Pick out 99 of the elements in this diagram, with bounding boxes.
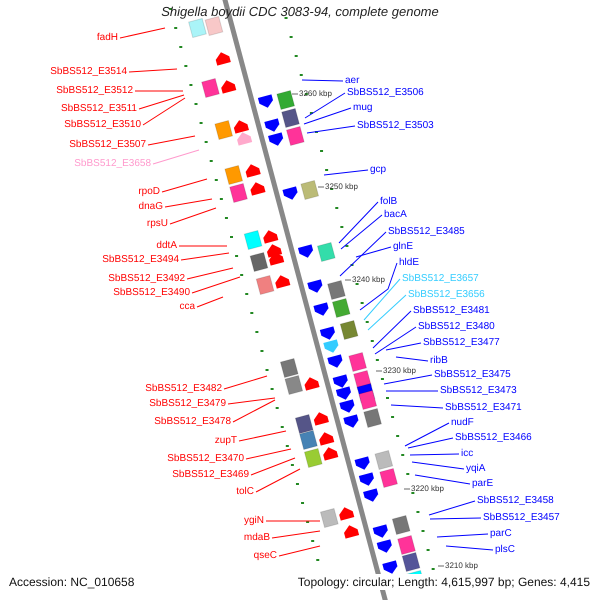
gene-label: SbBS512_E3477 — [423, 336, 500, 349]
leader-line — [250, 458, 296, 476]
leader-line — [192, 276, 240, 294]
gene-label: SbBS512_E3512 — [56, 84, 133, 97]
gene-label: SbBS512_E3507 — [69, 138, 146, 151]
leader-line — [256, 468, 300, 492]
gene-label: plsC — [495, 543, 516, 556]
gene-label: SbBS512_E3479 — [149, 397, 226, 410]
leader-line — [338, 202, 378, 244]
gene-label: SbBS512_E3475 — [434, 368, 511, 381]
leader-line — [278, 546, 320, 556]
leader-line — [304, 108, 352, 124]
leader-line — [396, 356, 428, 362]
leader-line — [164, 198, 212, 208]
position-label: 3240 kbp — [352, 275, 385, 285]
leader-line — [324, 170, 368, 176]
gene-label: SbBS512_E3657 — [402, 272, 479, 285]
gene-label: SbBS512_E3473 — [440, 384, 517, 397]
gene-label: rpsU — [146, 217, 168, 230]
leader-line — [340, 232, 386, 276]
leader-line — [306, 126, 356, 134]
position-label: 3220 kbp — [411, 484, 444, 494]
leader-line — [372, 310, 412, 348]
gene-label: parE — [472, 477, 494, 490]
gene-label: SbBS512_E3503 — [357, 119, 434, 132]
gene-label: SbBS512_E3466 — [455, 431, 532, 444]
leader-line — [408, 438, 454, 448]
leader-line — [360, 262, 398, 310]
leader-line — [430, 518, 482, 520]
position-label: 3250 kbp — [325, 182, 358, 192]
leader-line — [412, 462, 464, 470]
leader-line — [148, 136, 196, 146]
gene-label: SbBS512_E3458 — [477, 494, 554, 507]
genome-info-text: Topology: circular; Length: 4,615,997 bp; Genes: 4,415 — [298, 574, 590, 590]
leader-line — [134, 90, 184, 92]
gene-label: rpoD — [138, 185, 160, 198]
gene-label: SbBS512_E3481 — [413, 304, 490, 317]
gene-label: SbBS512_E3656 — [408, 288, 485, 301]
leader-line — [446, 546, 494, 550]
leader-line — [138, 94, 184, 110]
gene-label: parC — [490, 527, 512, 540]
leader-line — [266, 520, 320, 522]
gene-label: SbBS512_E3471 — [445, 401, 522, 414]
gene-label: SbBS512_E3470 — [167, 452, 244, 465]
leader-line — [246, 448, 292, 460]
gene-label: SbBS512_E3490 — [113, 286, 190, 299]
gene-label: SbBS512_E3457 — [483, 511, 560, 524]
leader-line — [196, 296, 224, 308]
gene-label: SbBS512_E3511 — [61, 102, 137, 115]
gene-label: glnE — [393, 240, 414, 253]
leader-line — [152, 150, 200, 164]
leader-line — [302, 80, 344, 82]
gene-label: SbBS512_E3478 — [154, 415, 231, 428]
leader-line — [272, 530, 320, 538]
gene-label: zupT — [214, 434, 237, 447]
gene-label: SbBS512_E3492 — [108, 272, 185, 285]
leader-line — [364, 278, 400, 320]
leader-line — [436, 534, 488, 538]
gene-label: yqiA — [466, 462, 486, 475]
gene-label: SbBS512_E3514 — [50, 65, 127, 78]
gene-label: SbBS512_E3506 — [347, 86, 424, 99]
leader-line — [232, 400, 276, 422]
leader-line — [386, 390, 438, 392]
leader-line — [238, 430, 286, 442]
gene-label: qseC — [254, 549, 277, 562]
leader-line — [386, 342, 422, 350]
leader-line — [410, 454, 460, 456]
gene-label: SbBS512_E3482 — [145, 382, 222, 395]
gene-label: SbBS512_E3494 — [102, 253, 179, 266]
gene-label: SbBS512_E3480 — [418, 320, 495, 333]
leader-line — [128, 68, 178, 72]
leader-line — [374, 326, 416, 354]
leader-line — [356, 246, 392, 258]
gene-label: SbBS512_E3510 — [64, 118, 141, 131]
leader-line — [224, 376, 268, 390]
leader-line — [186, 268, 234, 280]
accession-text: Accession: NC_010658 — [9, 574, 134, 590]
leader-line — [428, 500, 476, 516]
leader-line — [404, 422, 450, 446]
leader-line — [142, 98, 186, 126]
gene-label: SbBS512_E3469 — [172, 468, 249, 481]
gene-label: SbBS512_E3485 — [388, 225, 465, 238]
leader-line — [228, 398, 276, 404]
leader-line — [162, 178, 208, 192]
leader-line — [170, 208, 216, 224]
title: Shigella boydii CDC 3083-94, complete genome — [160, 3, 440, 21]
position-label: 3210 kbp — [445, 561, 478, 571]
leader-line — [304, 92, 346, 118]
leader-line — [390, 404, 444, 408]
position-label: 3260 kbp — [299, 89, 332, 99]
position-label: 3230 kbp — [383, 366, 416, 376]
gene-label: SbBS512_E3658 — [74, 157, 151, 170]
leader-line — [368, 294, 406, 330]
leader-line — [120, 28, 166, 38]
leader-line — [414, 474, 470, 484]
leader-line — [384, 374, 432, 384]
leader-line — [180, 252, 230, 260]
leader-line — [340, 214, 382, 250]
gene-label: ygiN — [244, 514, 264, 527]
